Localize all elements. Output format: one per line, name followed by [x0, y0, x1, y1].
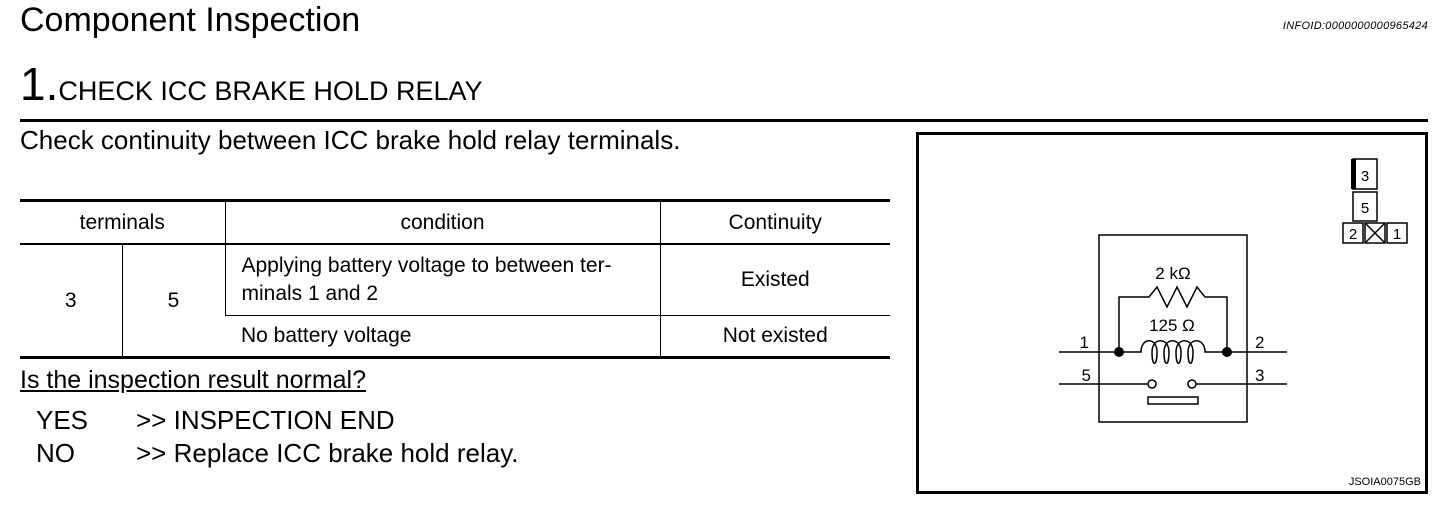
pin-label-1: 1 — [1080, 333, 1089, 352]
relay-circuit-svg: 3 5 2 1 1 2 5 3 2 kΩ 125 Ω JSOIA — [1059, 158, 1421, 488]
condition-line: minals 1 and 2 — [241, 282, 379, 305]
connector-pin-label: 2 — [1349, 226, 1357, 243]
resistor-symbol — [1118, 285, 1228, 352]
pin-label-5: 5 — [1082, 366, 1091, 385]
answer-key: NO — [36, 438, 75, 468]
step-title: CHECK ICC BRAKE HOLD RELAY — [58, 76, 483, 106]
figure-code: JSOIA0075GB — [1349, 476, 1421, 488]
header-continuity: Continuity — [659, 200, 890, 245]
table-row: No battery voltage Not existed — [20, 315, 890, 358]
answer-text: >> Replace ICC brake hold relay. — [136, 438, 519, 468]
answer-key: YES — [36, 405, 89, 435]
relay-body — [1098, 234, 1248, 423]
condition-cell: No battery voltage — [241, 324, 412, 347]
section-divider — [20, 119, 1428, 122]
answer-no: NO >> Replace ICC brake hold relay. — [36, 437, 519, 470]
step-heading: 1.CHECK ICC BRAKE HOLD RELAY — [20, 58, 482, 122]
coil-symbol — [1119, 340, 1227, 364]
connector-pin-label: 1 — [1393, 226, 1401, 243]
table-header-row: terminals condition Continuity — [20, 200, 890, 245]
connector-slot-left — [1342, 222, 1364, 244]
continuity-cell: Not existed — [659, 315, 890, 358]
connector-lock-tab — [1351, 159, 1356, 189]
continuity-cell: Existed — [659, 244, 890, 316]
continuity-table: terminals condition Continuity 3 5 Apply… — [20, 199, 890, 359]
connector-pin-label: 3 — [1361, 168, 1369, 185]
switch-contact — [1187, 379, 1197, 389]
pin-label-3: 3 — [1255, 366, 1264, 385]
connector-pin-label: 5 — [1361, 200, 1369, 217]
header-terminals: terminals — [20, 200, 225, 245]
junction-dot — [1114, 347, 1124, 357]
pin-label-2: 2 — [1255, 333, 1264, 352]
relay-diagram: 3 5 2 1 1 2 5 3 2 kΩ 125 Ω JSOIA — [916, 132, 1428, 494]
connector-slot-right — [1386, 222, 1408, 244]
answer-yes: YES >> INSPECTION END — [36, 404, 519, 437]
condition-cell: Applying battery voltage to between ter-… — [224, 244, 660, 316]
connector-key-mark — [1364, 222, 1386, 244]
terminal-a-cell: 3 — [20, 244, 122, 358]
inspection-question: Is the inspection result normal? — [20, 366, 367, 394]
switch-armature — [1147, 396, 1199, 405]
header-condition: condition — [224, 200, 660, 245]
step-number: 1. — [20, 58, 59, 110]
terminal-b-cell: 5 — [121, 244, 225, 358]
page-title: Component Inspection — [20, 1, 361, 39]
connector-slot-middle — [1352, 191, 1378, 222]
switch-contact — [1147, 379, 1157, 389]
coil-value-label: 125 Ω — [1149, 316, 1195, 335]
junction-dot — [1222, 347, 1232, 357]
condition-line: Applying battery voltage to between ter- — [241, 254, 612, 277]
resistor-value-label: 2 kΩ — [1155, 264, 1190, 283]
answer-text: >> INSPECTION END — [136, 405, 395, 435]
instruction-text: Check continuity between ICC brake hold … — [20, 125, 681, 155]
info-id: INFOID:0000000000965424 — [1282, 20, 1428, 32]
table-row: 3 5 Applying battery voltage to between … — [20, 244, 890, 358]
answer-list: YES >> INSPECTION END NO >> Replace ICC br… — [36, 404, 519, 470]
